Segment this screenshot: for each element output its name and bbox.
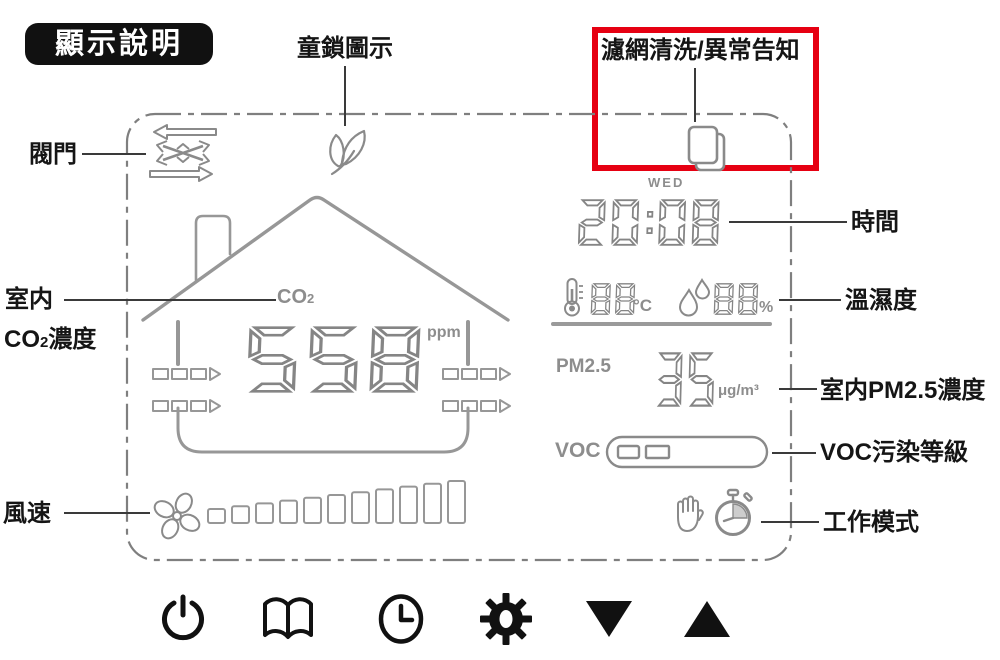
weekday-text: WED (648, 175, 685, 190)
down-arrow-button[interactable] (585, 600, 633, 638)
time-leader-line (729, 221, 847, 223)
airflow-arrows-right (442, 367, 511, 413)
indoor-co2-leader-line (64, 299, 276, 301)
up-arrow-button[interactable] (683, 600, 731, 638)
temp-humidity-leader-line (779, 299, 841, 301)
clock-button[interactable] (377, 593, 425, 645)
lcd-panel-art (141, 195, 772, 525)
co2-label-text: CO2 (277, 286, 315, 308)
voc-level-label: VOC污染等級 (820, 439, 969, 466)
duct-outline (176, 406, 470, 454)
child-lock-label: 童鎖圖示 (297, 35, 393, 62)
filter-leader-line (694, 68, 696, 122)
percent-unit-text: % (759, 299, 774, 316)
lcd-panel-outline (125, 112, 793, 562)
voc-level-bar (605, 435, 769, 469)
indoor-co2-label-line1: 室内 (5, 286, 53, 313)
house-roof (141, 195, 510, 322)
child-lock-leaf-icon (329, 129, 366, 176)
time-display (577, 199, 720, 246)
fan-speed-leader-line (64, 512, 150, 514)
ugm3-unit-text: μg/m³ (718, 382, 759, 399)
humidity-display (713, 283, 759, 315)
time-label: 時間 (851, 209, 899, 236)
child-lock-leader-line (344, 66, 346, 126)
valve-label: 閥門 (29, 141, 77, 168)
fan-speed-label: 風速 (3, 500, 51, 527)
co2-value-display (248, 326, 421, 393)
filter-alert-label: 濾網清洗/異常告知 (601, 37, 800, 64)
temperature-display (590, 283, 636, 315)
ppm-unit-text: ppm (427, 324, 461, 341)
settings-gear-button[interactable] (480, 592, 532, 646)
book-button[interactable] (261, 596, 315, 644)
voc-label-text: VOC (555, 439, 601, 462)
temp-humidity-label: 溫濕度 (845, 287, 917, 314)
house-chimney (194, 214, 232, 282)
manual-hand-icon (677, 495, 704, 532)
indoor-co2-label-line2: CO2濃度 (4, 326, 97, 353)
work-mode-leader-line (761, 521, 819, 523)
page-title: 顯示說明 (25, 23, 213, 65)
fan-speed-bars (207, 480, 466, 525)
pm25-value-display (656, 352, 714, 407)
power-button[interactable] (159, 594, 207, 646)
timer-stopwatch-icon (715, 488, 753, 536)
fan-icon (153, 492, 201, 540)
airflow-arrows-left (152, 367, 221, 413)
humidity-droplet-icon (679, 278, 711, 317)
pm25-label-text: PM2.5 (556, 356, 611, 377)
indoor-pm25-label: 室内PM2.5濃度 (820, 377, 986, 404)
celsius-unit-text: °C (633, 296, 653, 315)
valve-leader-line (82, 153, 146, 155)
thermometer-icon (564, 278, 583, 317)
voc-leader-line (772, 452, 816, 454)
filter-alert-icon (687, 125, 726, 172)
work-mode-label: 工作模式 (823, 509, 919, 536)
pm25-leader-line (779, 388, 817, 390)
valve-icon (149, 124, 217, 182)
